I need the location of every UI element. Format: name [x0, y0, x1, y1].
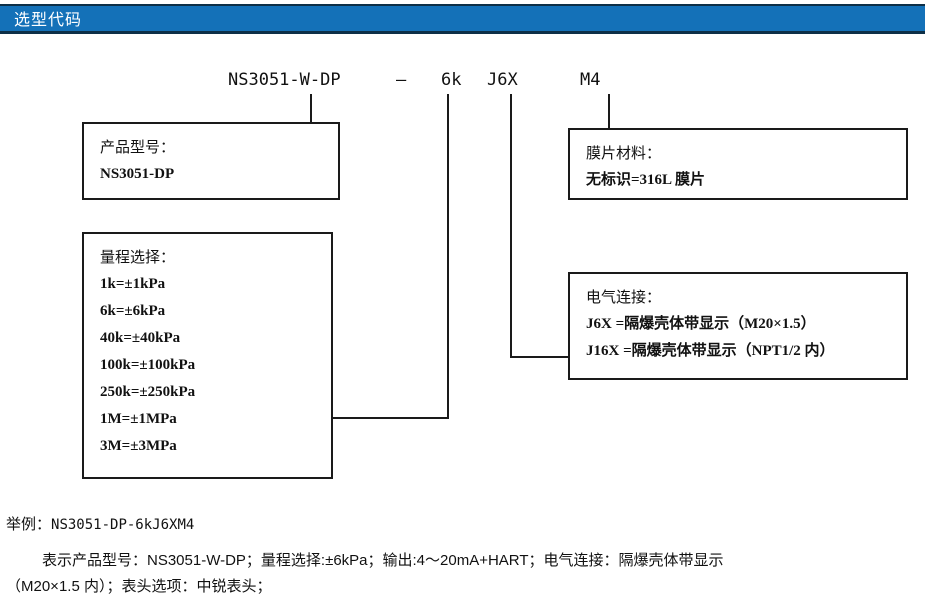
box-electrical-option: J16X =隔爆壳体带显示（NPT1/2 内） [586, 343, 835, 359]
example-code: NS3051-DP-6kJ6XM4 [51, 517, 195, 533]
connector-range-horizontal [333, 417, 449, 419]
box-range-option: 1k=±1kPa [100, 276, 166, 292]
page-title: 选型代码 [14, 12, 83, 29]
box-range-selection-title: 量程选择： [100, 249, 176, 266]
code-segment-model: NS3051-W-DP [228, 70, 341, 90]
box-range-option: 100k=±100kPa [100, 357, 196, 373]
connector-electrical-horizontal [510, 356, 570, 358]
code-segment-dash: – [396, 70, 407, 90]
box-electrical-connection: 电气连接： J6X =隔爆壳体带显示（M20×1.5） J16X =隔爆壳体带显… [568, 272, 908, 380]
box-product-model-line: NS3051-DP [100, 166, 175, 182]
code-segment-range: 6k [441, 70, 462, 90]
box-range-option: 3M=±3MPa [100, 438, 177, 454]
connector-range-vertical [447, 94, 449, 419]
connector-electrical-vertical [510, 94, 512, 358]
example-line-3: （M20×1.5 内）；表头选项：中锐表头； [6, 578, 272, 595]
box-electrical-option: J6X =隔爆壳体带显示（M20×1.5） [586, 316, 816, 332]
code-segment-electrical: J6X [487, 70, 518, 90]
box-range-option: 6k=±6kPa [100, 303, 166, 319]
example-line-2: 表示产品型号：NS3051-W-DP；量程选择:±6kPa；输出:4～20mA+… [6, 548, 724, 573]
box-range-option: 250k=±250kPa [100, 384, 196, 400]
connector-model [310, 94, 312, 124]
code-segment-membrane: M4 [580, 70, 601, 90]
box-range-selection: 量程选择： 1k=±1kPa 6k=±6kPa 40k=±40kPa 100k=… [82, 232, 333, 479]
section-header-bar: 选型代码 [0, 4, 925, 34]
box-range-option: 40k=±40kPa [100, 330, 181, 346]
box-product-model-title: 产品型号： [100, 139, 176, 156]
box-membrane-option: 无标识=316L 膜片 [586, 172, 705, 188]
example-label: 举例： [6, 516, 52, 533]
box-range-option: 1M=±1MPa [100, 411, 177, 427]
box-membrane-material: 膜片材料： 无标识=316L 膜片 [568, 128, 908, 200]
box-membrane-material-title: 膜片材料： [586, 145, 662, 162]
example-line-2-text: 表示产品型号：NS3051-W-DP；量程选择:±6kPa；输出:4～20mA+… [42, 552, 724, 569]
box-electrical-connection-title: 电气连接： [586, 289, 662, 306]
box-product-model: 产品型号： NS3051-DP [82, 122, 340, 200]
example-line-1: 举例：NS3051-DP-6kJ6XM4 [6, 512, 194, 538]
connector-membrane [608, 94, 610, 130]
